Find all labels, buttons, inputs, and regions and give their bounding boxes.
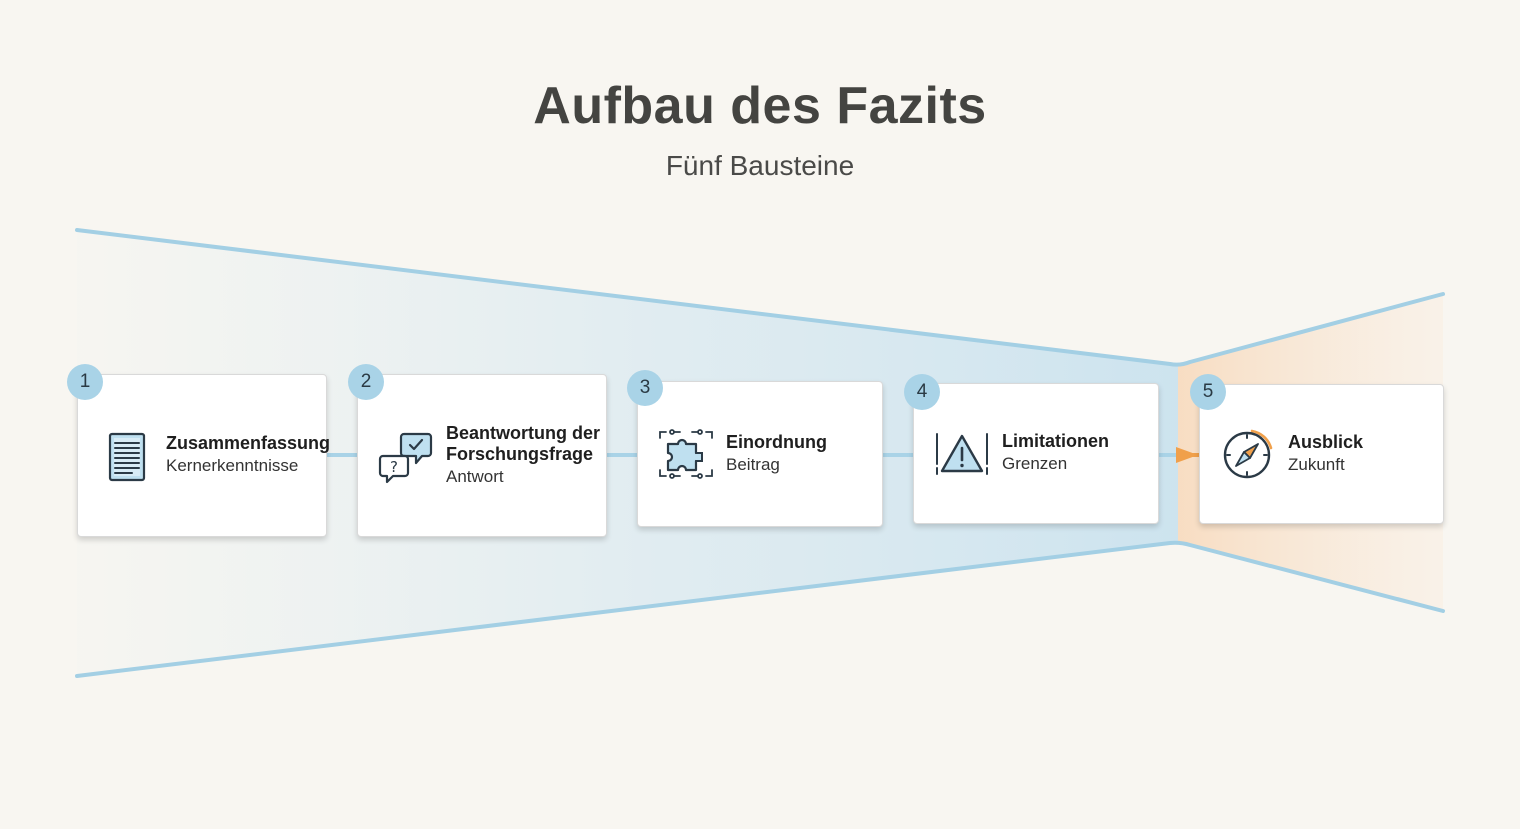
funnel-bottom-line (75, 540, 1445, 678)
step-card-einordnung: Einordnung Beitrag (637, 381, 883, 527)
compass-icon (1223, 429, 1273, 479)
step-2-label-line2: Forschungsfrage (446, 443, 594, 464)
step-card-zusammenfassung: Zusammenfassung Kernerkenntnisse (77, 374, 331, 537)
document-icon (108, 432, 146, 481)
step-3-sub: Beitrag (726, 454, 780, 474)
step-3-number-badge: 3 (627, 370, 663, 406)
step-card-ausblick: Ausblick Zukunft (1199, 384, 1444, 524)
step-1-sub: Kernerkenntnisse (166, 456, 299, 475)
svg-text:?: ? (390, 458, 398, 476)
page-title: Aufbau des Fazits (533, 77, 987, 135)
step-1-number-badge: 1 (67, 364, 103, 400)
step-1-label: Zusammenfassung (166, 433, 331, 453)
step-2-number-badge: 2 (348, 364, 384, 400)
step-4-sub: Grenzen (1002, 454, 1068, 473)
step-5-label: Ausblick (1288, 431, 1364, 452)
step-card-limitationen: Limitationen Grenzen (913, 383, 1159, 524)
step-3-label: Einordnung (726, 431, 827, 452)
step-2-sub: Antwort (446, 466, 504, 486)
warning-triangle-icon (936, 432, 988, 475)
funnel-top-line (75, 228, 1445, 367)
step-4-number-badge: 4 (904, 374, 940, 410)
step-2-label-line1: Beantwortung der (446, 422, 601, 443)
puzzle-piece-icon (659, 429, 713, 479)
speech-bubbles-icon: ? (378, 432, 433, 483)
step-5-sub: Zukunft (1288, 454, 1345, 474)
step-4-label: Limitationen (1002, 431, 1109, 451)
step-card-beantwortung: ? Beantwortung der Forschungsfrage Antwo… (357, 374, 607, 537)
step-5-number-badge: 5 (1190, 374, 1226, 410)
page-subtitle: Fünf Bausteine (665, 150, 855, 181)
